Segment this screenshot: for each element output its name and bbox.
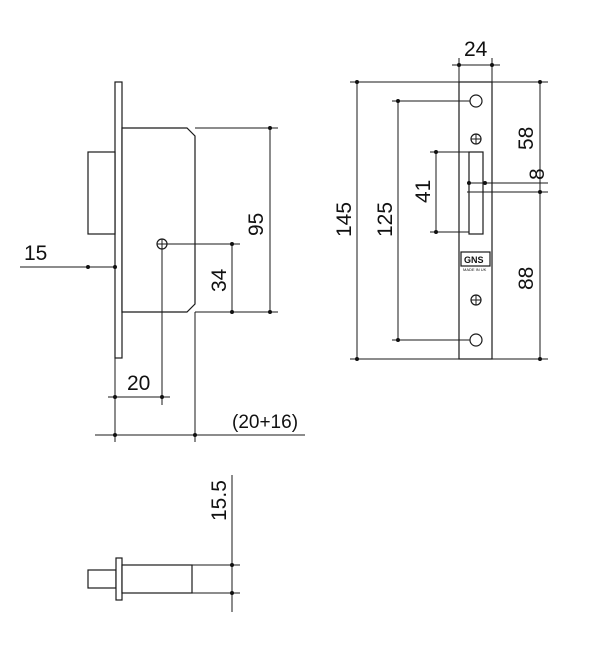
side-faceplate <box>114 81 123 359</box>
bolt-slot <box>468 151 484 235</box>
lock-case <box>121 127 196 313</box>
faceplate-view: GNS MADE IN UK 24 145 125 <box>333 38 549 361</box>
dim-fixing-centres: 125 <box>374 202 397 237</box>
dim-overall-height: 145 <box>333 202 356 237</box>
bolt-view: 15.5 <box>87 475 240 612</box>
top-fixing-hole-icon <box>469 94 483 108</box>
side-view: 15 95 34 20 (20+16) <box>20 81 305 442</box>
dim-faceplate-width: 24 <box>464 38 488 61</box>
brand-logo-text: GNS <box>464 255 484 265</box>
dim-spindle-offset: 20 <box>127 372 150 395</box>
dim-case-height: 95 <box>245 213 268 236</box>
bolt-stem <box>87 569 117 589</box>
bottom-fixing-hole-icon <box>469 333 483 347</box>
dim-backset: 15 <box>24 242 47 265</box>
dim-top-to-bolt: 58 <box>515 127 538 150</box>
dim-bolt-length: 41 <box>412 180 435 203</box>
brand-subtext: MADE IN UK <box>463 267 487 272</box>
bolt-body <box>121 564 193 594</box>
brand-logo <box>460 251 491 267</box>
dim-spindle-height: 34 <box>208 268 231 292</box>
dim-bolt-height: 15.5 <box>208 480 231 521</box>
bolt-flange <box>115 557 123 601</box>
dim-bolt-gap: 8 <box>526 168 549 180</box>
side-bolt <box>87 151 116 235</box>
dim-bottom-to-bolt: 88 <box>515 267 538 290</box>
dim-depth: (20+16) <box>232 412 298 433</box>
